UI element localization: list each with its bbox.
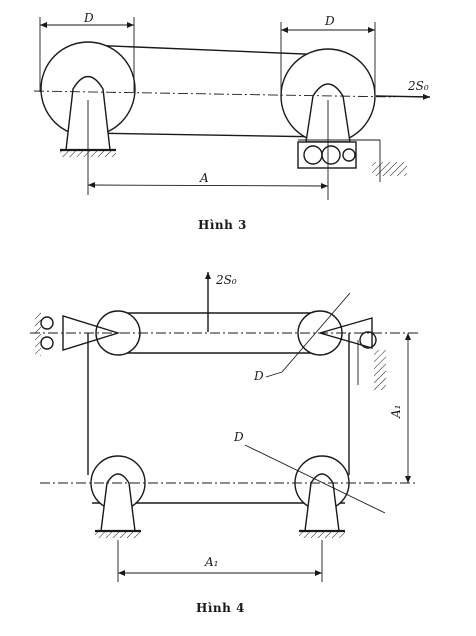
label-tension: 2S₀	[407, 79, 429, 93]
centerline	[33, 90, 396, 98]
upper-left-tension-arm	[62, 315, 121, 351]
label-distance-h: A₁	[204, 555, 218, 569]
slide-carriage	[297, 141, 357, 169]
d-upper-leader	[265, 371, 283, 378]
lower-left-support	[100, 473, 136, 532]
carriage-roller-2	[321, 145, 341, 165]
lower-left-pulley	[90, 455, 146, 538]
carriage-roller-3	[342, 148, 356, 162]
label-d-left: D	[83, 11, 94, 25]
upper-left-pulley	[35, 310, 141, 356]
label-d-right: D	[324, 14, 335, 28]
figure-3: D D 2S₀ A Hình 3	[33, 11, 431, 232]
right-pulley	[280, 48, 407, 182]
belt-bottom-line	[87, 132, 329, 138]
label-d-lower: D	[233, 430, 244, 444]
guide-hatch	[372, 162, 407, 176]
belt-top-line	[87, 44, 329, 56]
upper-right-pulley	[297, 310, 386, 390]
lower-left-ground-hatch	[95, 532, 141, 538]
lower-right-pulley	[294, 455, 350, 538]
label-distance-v: A₁	[389, 405, 403, 419]
label-d-upper: D	[253, 369, 264, 383]
figure-4: 2S₀ D D A₁ A₁ Hình 4	[30, 272, 418, 615]
upper-right-roller	[359, 331, 377, 349]
d-lower-leader	[244, 444, 386, 514]
dim-a	[87, 182, 329, 189]
lower-right-ground-hatch	[299, 532, 345, 538]
upper-left-roller-2	[40, 336, 54, 350]
d-upper-diagonal	[281, 292, 351, 373]
tension-arrow	[375, 93, 431, 100]
caption-figure-4: Hình 4	[196, 601, 245, 615]
upper-left-roller-1	[40, 316, 54, 330]
label-tension: 2S₀	[215, 273, 237, 287]
upper-left-wall-hatch	[35, 312, 41, 356]
caption-figure-3: Hình 3	[198, 218, 247, 232]
label-distance: A	[199, 171, 209, 185]
upper-right-guide-hatch	[374, 350, 386, 390]
